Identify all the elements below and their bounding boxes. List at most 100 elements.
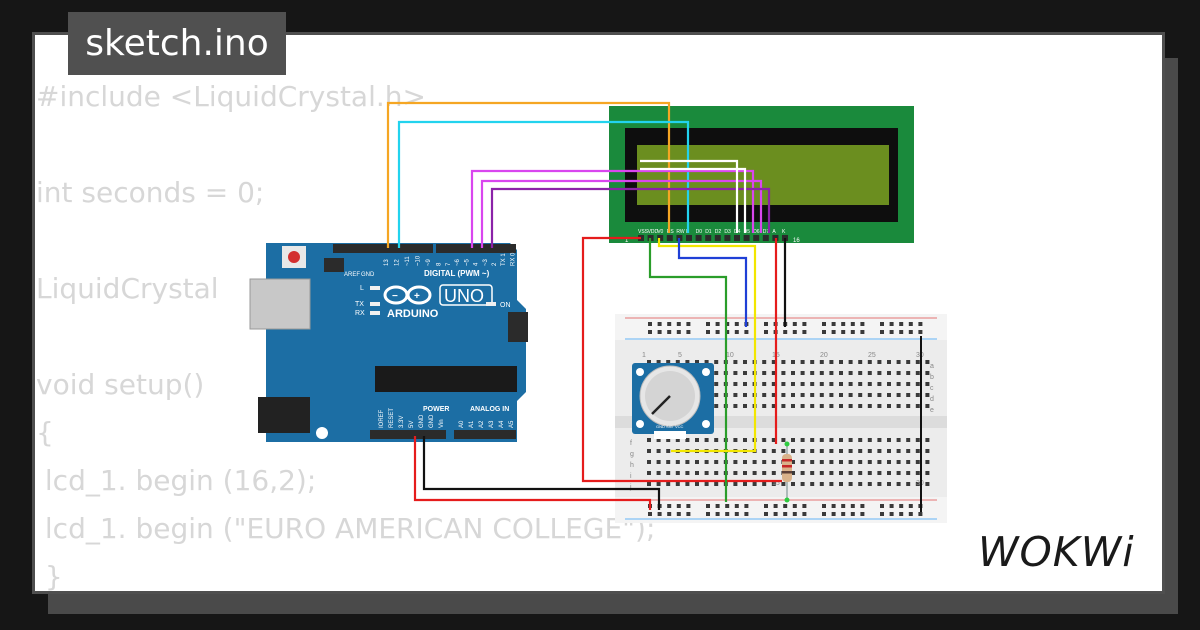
resistor[interactable] (782, 441, 792, 503)
lcd-pin-label: D1 (705, 229, 712, 235)
rail-hole (792, 330, 797, 334)
bb-hole (762, 460, 767, 464)
bb-hole (695, 460, 699, 464)
bb-row-h: h (630, 462, 634, 469)
bb-hole (666, 449, 671, 453)
bb-hole (666, 482, 671, 486)
bb-hole (771, 482, 776, 486)
bb-hole (819, 371, 824, 375)
bb-hole (743, 460, 747, 464)
bb-hole (704, 460, 709, 464)
bb-hole (867, 449, 872, 453)
bb-hole (800, 360, 805, 364)
bb-col-5: 5 (678, 352, 682, 359)
rail-hole (899, 504, 904, 508)
power-pin-label: GND (429, 414, 435, 428)
file-name-tab[interactable]: sketch.ino (68, 12, 286, 75)
bb-hole (800, 449, 805, 453)
digital-header-low (436, 244, 516, 253)
rail-hole (686, 330, 691, 334)
bb-hole (877, 460, 882, 464)
lcd-pin (724, 235, 731, 241)
bb-hole (800, 482, 805, 486)
digital-pin-label: 7 (446, 262, 452, 266)
lcd-pin-label: D3 (724, 229, 731, 235)
bb-hole (771, 460, 776, 464)
bb-hole (685, 471, 690, 475)
bb-hole (906, 460, 911, 464)
mount-hole (316, 427, 328, 439)
rail-hole (734, 322, 739, 326)
lcd-pin-label: D6 (753, 229, 760, 235)
bb-hole (704, 471, 709, 475)
rail-hole (850, 504, 855, 508)
bb-hole (839, 393, 843, 397)
rail-hole (889, 504, 894, 508)
bb-row-j: j (629, 484, 632, 491)
pot-pin-header (654, 431, 686, 439)
bb-hole (848, 449, 853, 453)
bb-hole (858, 360, 863, 364)
bb-hole (656, 482, 661, 486)
bb-hole (839, 404, 843, 408)
bb-hole (762, 449, 767, 453)
arduino-brand-label: ARDUINO (387, 308, 439, 320)
bb-hole (771, 471, 776, 475)
wire-cyan (397, 120, 690, 248)
bb-hole (800, 371, 805, 375)
rail-hole (667, 512, 672, 516)
bb-hole (915, 482, 920, 486)
bb-col-30-bottom: 30 (916, 480, 924, 487)
arduino-uno[interactable]: DIGITAL (PWM ~) AREF GND L TX RX − + UNO… (249, 243, 528, 442)
analog-pin-label: A2 (479, 420, 485, 428)
rail-hole (880, 322, 884, 326)
potentiometer-indicator (651, 395, 671, 415)
bb-hole (819, 438, 824, 442)
usb-connector (249, 278, 311, 330)
wire-blue (677, 238, 748, 327)
svg-text:+: + (414, 291, 420, 302)
power-jack (258, 397, 310, 433)
bb-hole (887, 404, 891, 408)
rail-hole (667, 330, 672, 334)
bb-hole (867, 360, 872, 364)
digital-header-high (333, 244, 433, 253)
bb-hole (733, 482, 738, 486)
rail-hole (734, 512, 739, 516)
bb-hole (771, 393, 776, 397)
resistor-band-3 (782, 471, 792, 474)
bb-hole (781, 482, 786, 486)
digital-pin-label: 8 (437, 262, 443, 266)
lcd-pin (743, 235, 750, 241)
lcd-pin (686, 235, 692, 241)
rail-hole (783, 504, 788, 508)
bb-hole (819, 460, 824, 464)
digital-pin-label: 13 (384, 259, 390, 266)
bb-hole (877, 371, 882, 375)
bb-hole (743, 438, 747, 442)
bb-hole (656, 449, 661, 453)
resistor-pin-top (784, 441, 790, 447)
aref-label: AREF (344, 272, 360, 278)
bb-hole (743, 382, 747, 386)
gnd-label: GND (361, 272, 375, 278)
bb-hole (925, 460, 930, 464)
bb-hole (877, 482, 882, 486)
rail-hole (676, 322, 681, 326)
reset-button[interactable] (288, 251, 300, 263)
rail-hole (764, 330, 768, 334)
rail-hole (889, 330, 894, 334)
bb-hole (733, 471, 738, 475)
bb-col-15-bottom: 15 (772, 480, 780, 487)
potentiometer[interactable]: GND SIG VCC (632, 363, 714, 439)
bb-hole (695, 482, 699, 486)
wire-yellow (657, 238, 757, 453)
bb-hole (733, 438, 738, 442)
bb-hole (829, 471, 834, 475)
rail-hole (706, 330, 710, 334)
rail-hole (831, 322, 836, 326)
bb-hole (887, 471, 891, 475)
bb-hole (810, 382, 815, 386)
